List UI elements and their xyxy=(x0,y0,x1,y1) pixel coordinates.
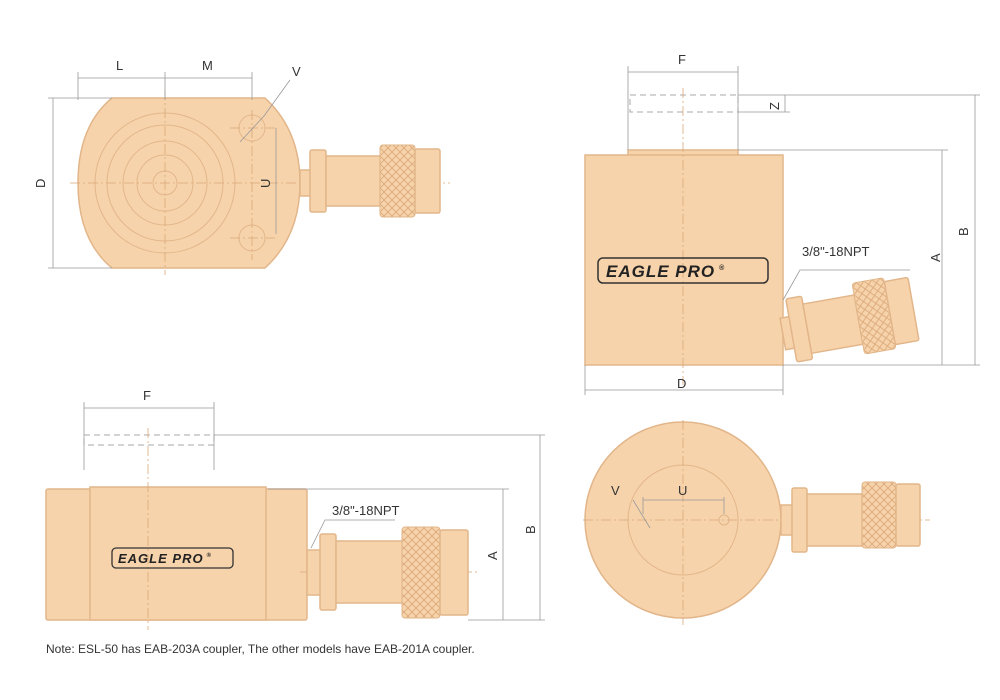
logo-wordmark: EAGLE PRO xyxy=(606,262,715,281)
coupler xyxy=(299,144,441,218)
eagle-pro-logo xyxy=(597,257,769,284)
dim-label-U: U xyxy=(678,483,687,498)
thread-spec: 3/8"-18NPT xyxy=(332,503,400,518)
dim-label-F: F xyxy=(678,52,686,67)
coupler xyxy=(306,526,469,619)
front-view-body xyxy=(584,154,784,366)
eagle-pro-logo xyxy=(111,547,234,569)
registered-mark: ® xyxy=(207,552,212,559)
front-view: EAGLE PRO ® F Z A B D 3/8"-18NPT xyxy=(584,52,980,395)
dim-label-V: V xyxy=(611,483,620,498)
thread-spec: 3/8"-18NPT xyxy=(802,244,870,259)
dim-label-D: D xyxy=(33,179,48,188)
dim-label-D: D xyxy=(677,376,686,391)
dim-label-B: B xyxy=(956,227,971,236)
dim-label-A: A xyxy=(485,551,500,560)
coupler xyxy=(779,277,920,363)
logo-wordmark: EAGLE PRO xyxy=(118,551,204,566)
dim-label-B: B xyxy=(523,525,538,534)
dim-label-U: U xyxy=(258,179,273,188)
top-view-body xyxy=(77,97,301,269)
dim-label-V: V xyxy=(292,64,301,79)
coupler-note: Note: ESL-50 has EAB-203A coupler, The o… xyxy=(46,642,475,656)
registered-mark: ® xyxy=(719,264,725,272)
dim-label-A: A xyxy=(928,253,943,262)
side-view: EAGLE PRO® F A B 3/8"-18NPT xyxy=(45,388,545,630)
logo-text: EAGLE PRO® xyxy=(118,551,212,566)
bottom-view: V U xyxy=(583,420,930,625)
dim-label-M: M xyxy=(202,58,213,73)
dim-label-F: F xyxy=(143,388,151,403)
top-view: L M V D U xyxy=(33,58,450,275)
dim-label-L: L xyxy=(116,58,123,73)
coupler xyxy=(780,481,921,553)
dim-label-Z: Z xyxy=(767,102,782,110)
logo-text: EAGLE PRO ® xyxy=(606,262,725,281)
